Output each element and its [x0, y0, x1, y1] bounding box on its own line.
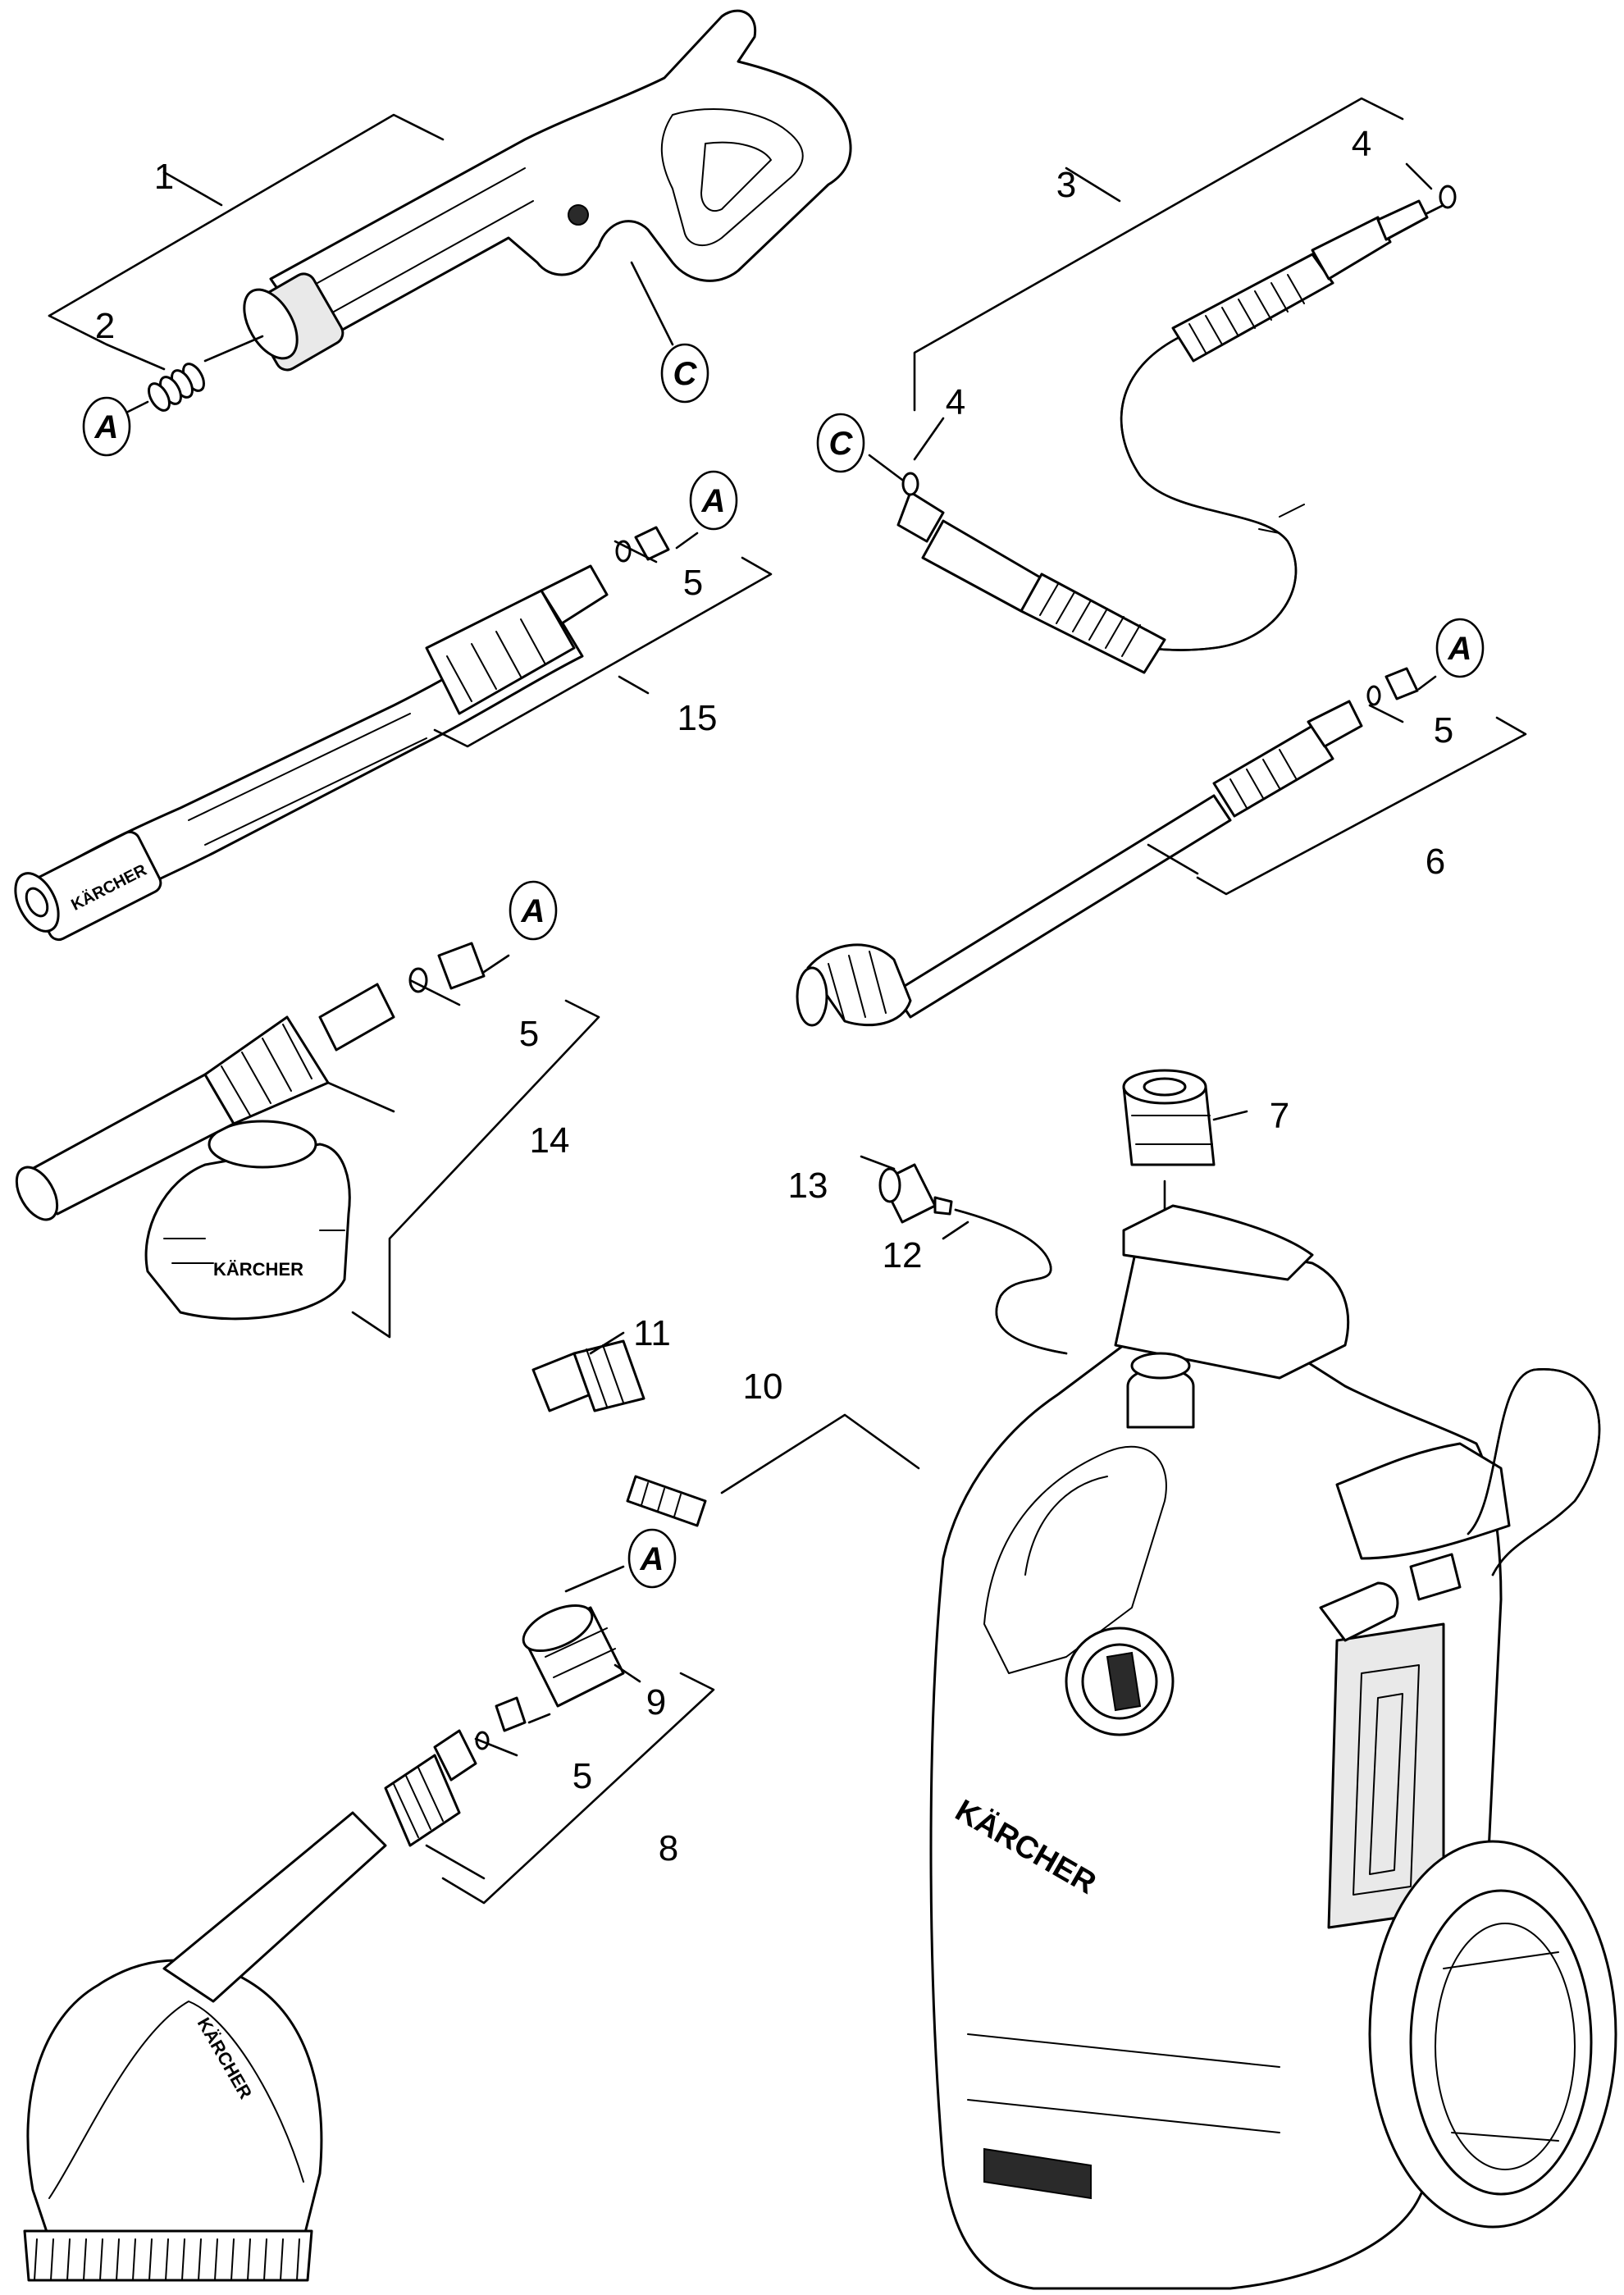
ref-a-15: A [689, 470, 738, 531]
leader-lines-14 [326, 954, 600, 1339]
svg-text:A: A [521, 893, 545, 929]
leader-lines-10-13 [589, 1155, 969, 1494]
foam-nozzle-14: KÄRCHER [15, 983, 395, 1321]
label-part-15: 15 [677, 698, 718, 738]
label-part-5c: 5 [519, 1014, 539, 1054]
leader-lines-8-9 [425, 1565, 715, 1905]
o-ring-top [1439, 185, 1457, 209]
label-part-4b: 4 [946, 382, 965, 422]
hose-12 [954, 1208, 1068, 1355]
label-part-14: 14 [530, 1120, 570, 1161]
o-ring-6 [1366, 685, 1381, 706]
brand-label-foam: KÄRCHER [213, 1259, 303, 1280]
label-part-6: 6 [1426, 842, 1445, 882]
svg-text:C: C [829, 426, 854, 462]
spray-lance-15: KÄRCHER [14, 564, 609, 942]
hose-adapter-11 [531, 1339, 645, 1412]
label-part-7: 7 [1270, 1096, 1289, 1136]
label-part-10: 10 [743, 1367, 783, 1407]
svg-text:A: A [640, 1541, 664, 1577]
leader-lines-6 [1147, 675, 1527, 896]
nipple-6 [1385, 667, 1419, 700]
rotary-brush-8: KÄRCHER [23, 1729, 477, 2282]
label-part-12: 12 [883, 1235, 923, 1275]
wheel [1368, 1840, 1617, 2229]
ref-a-14: A [509, 880, 558, 941]
label-part-4a: 4 [1352, 124, 1371, 164]
label-part-5a: 5 [683, 563, 703, 603]
label-part-5b: 5 [1434, 710, 1453, 751]
pressure-washer-body: KÄRCHER [929, 1204, 1601, 2290]
leader-lines-1-2 [48, 113, 674, 416]
label-part-13: 13 [788, 1166, 828, 1206]
ref-c-1: C [660, 343, 709, 404]
leader-line-7 [1212, 1110, 1248, 1121]
svg-text:A: A [1448, 631, 1472, 667]
ref-a-1: A [82, 396, 131, 457]
label-part-8: 8 [659, 1828, 678, 1868]
spring-part [148, 363, 205, 412]
label-part-11: 11 [633, 1313, 671, 1353]
adapter-9 [522, 1604, 625, 1708]
ref-a-6: A [1435, 618, 1485, 678]
high-pressure-hose [896, 199, 1445, 674]
leader-lines-15 [433, 532, 773, 748]
nipple-15 [634, 526, 670, 561]
o-ring-bottom [901, 472, 919, 496]
adapter-7 [1122, 1069, 1216, 1166]
vario-lance-6 [796, 700, 1363, 1027]
svg-text:A: A [94, 409, 119, 445]
svg-text:C: C [673, 356, 698, 392]
filter-10 [626, 1475, 707, 1527]
leader-lines-3-4 [868, 97, 1433, 481]
label-part-5d: 5 [573, 1756, 592, 1796]
ref-c-3: C [816, 413, 865, 473]
label-part-3: 3 [1056, 165, 1076, 205]
label-part-1: 1 [154, 157, 174, 197]
nipple-8 [495, 1696, 527, 1732]
nipple-14 [437, 942, 486, 990]
trigger-gun [243, 9, 852, 372]
suction-nipple-13 [878, 1163, 953, 1224]
ref-a-8: A [627, 1528, 677, 1589]
label-part-2: 2 [95, 306, 115, 346]
label-part-9: 9 [646, 1682, 666, 1722]
svg-text:A: A [701, 483, 726, 519]
